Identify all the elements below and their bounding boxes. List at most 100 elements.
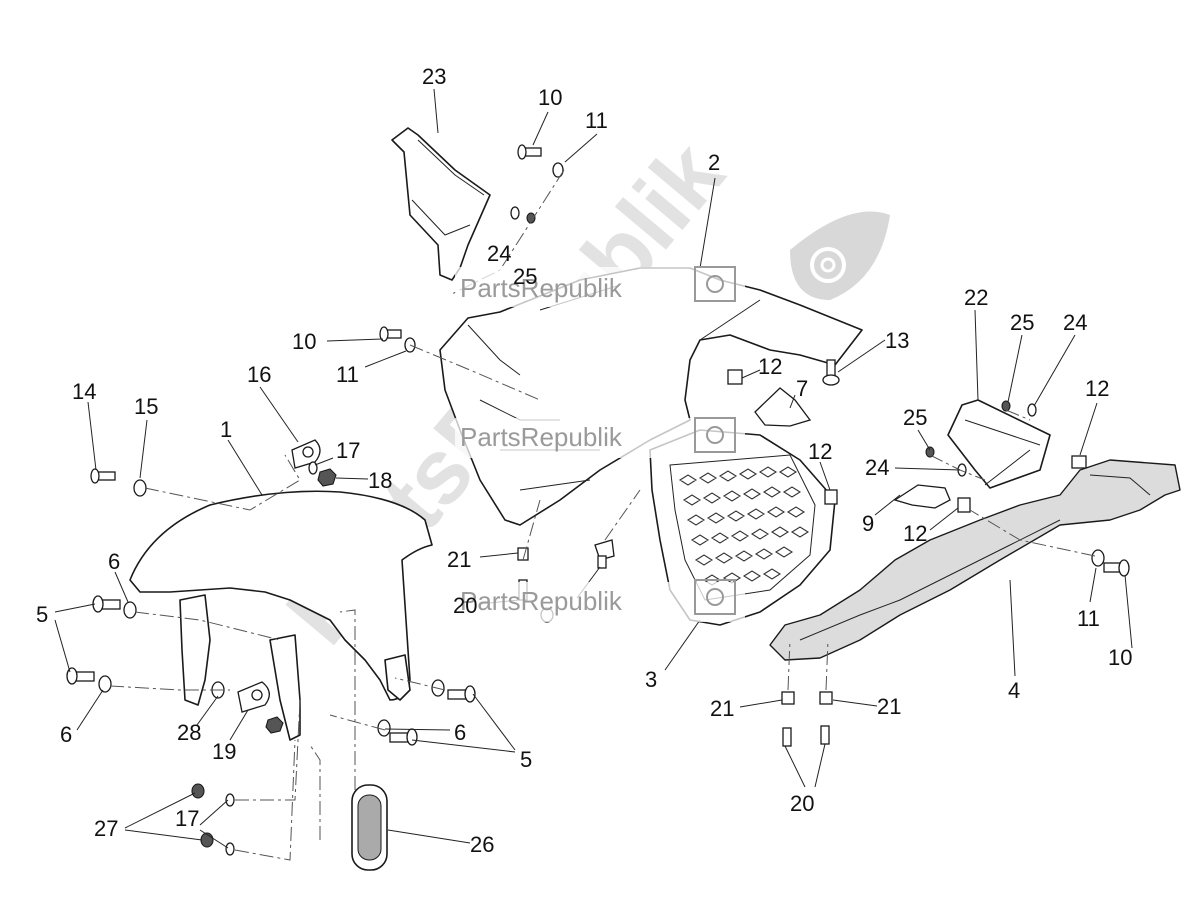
washer-11-right-icon xyxy=(1091,549,1105,567)
callout-13: 13 xyxy=(885,328,909,353)
washer-17-lower-a-icon xyxy=(225,793,235,807)
callout-19: 19 xyxy=(212,739,236,764)
rivet-21-lower-left-icon xyxy=(781,691,795,705)
rivet-21-lower-right-icon xyxy=(819,691,833,705)
washer-24-top-icon xyxy=(510,206,520,220)
nut-27-lower-icon xyxy=(200,832,214,848)
screw-10-top-icon xyxy=(517,144,542,160)
callout-21-lower-left: 21 xyxy=(710,696,734,721)
callout-25-right: 25 xyxy=(1010,310,1034,335)
watermark-small-bottom-text: PartsRepublik xyxy=(460,586,623,616)
part-3-front-grille xyxy=(649,429,836,626)
callout-5-right: 5 xyxy=(520,747,532,772)
callout-6-left-lower: 6 xyxy=(60,722,72,747)
callout-5-left: 5 xyxy=(36,602,48,627)
screw-5-upper-left-icon xyxy=(92,595,121,613)
grille-mesh-pattern xyxy=(678,466,810,586)
part-1-front-mudguard xyxy=(129,490,433,741)
watermark-small-top: PartsRepublik xyxy=(455,266,745,307)
callout-7: 7 xyxy=(796,376,808,401)
callout-17-lower: 17 xyxy=(175,806,199,831)
part-23-bracket xyxy=(391,127,491,281)
callout-11-right: 11 xyxy=(1077,606,1100,631)
nut-25-right-icon xyxy=(1001,400,1011,412)
callout-24-right: 24 xyxy=(1063,310,1087,335)
callout-6-right: 6 xyxy=(454,720,466,745)
bracket-9-icon xyxy=(893,484,951,509)
clip-12-a-icon xyxy=(727,369,743,385)
callout-1: 1 xyxy=(220,417,232,442)
hardware-pieces xyxy=(66,144,1130,856)
watermark-gear-logo xyxy=(790,211,890,300)
bracket-7-icon xyxy=(754,387,812,427)
nut-25-top-icon xyxy=(526,212,536,224)
rivet-20-lower-left-icon xyxy=(782,727,792,747)
screw-mid-icon xyxy=(594,539,615,569)
callout-28: 28 xyxy=(177,720,201,745)
screw-5-lower-left-icon xyxy=(66,667,95,685)
screw-14-icon xyxy=(90,468,116,484)
part-4-lower-panel xyxy=(769,459,1181,661)
callout-14: 14 xyxy=(72,379,96,404)
callout-21-mid: 21 xyxy=(447,547,471,572)
nut-18-icon xyxy=(317,468,337,487)
nut-27-upper-icon xyxy=(191,783,205,799)
part-22-bracket xyxy=(947,399,1051,489)
screw-13-icon xyxy=(822,359,840,386)
callout-24-mid: 24 xyxy=(865,455,889,480)
callout-9: 9 xyxy=(862,511,874,536)
callout-12-c: 12 xyxy=(1085,376,1109,401)
screw-10-right-icon xyxy=(1103,559,1130,577)
clip-12-d-icon xyxy=(957,497,971,513)
callout-21-lower-right: 21 xyxy=(877,694,901,719)
callout-15: 15 xyxy=(134,394,158,419)
callout-2-top: 2 xyxy=(708,150,720,175)
washer-17-lower-b-icon xyxy=(225,842,235,856)
callout-6-left-upper: 6 xyxy=(108,549,120,574)
nut-25-mid-icon xyxy=(925,446,935,458)
callout-26: 26 xyxy=(470,832,494,857)
leader-lines xyxy=(54,88,1133,849)
callout-23: 23 xyxy=(422,64,446,89)
clip-12-c-icon xyxy=(1071,455,1087,469)
callout-4: 4 xyxy=(1008,678,1020,703)
watermark-small-mid: PartsRepublik xyxy=(455,417,745,458)
callout-10-mid: 10 xyxy=(292,329,316,354)
callout-labels: 23 10 11 2 24 25 10 11 14 15 16 1 17 18 … xyxy=(36,64,1132,857)
callout-3: 3 xyxy=(645,667,657,692)
callout-10-right: 10 xyxy=(1108,645,1132,670)
callout-16: 16 xyxy=(247,362,271,387)
screw-10-mid-icon xyxy=(379,326,402,342)
screw-5-right-upper-icon xyxy=(447,685,476,703)
callout-24-top: 24 xyxy=(487,241,511,266)
rivet-20-lower-right-icon xyxy=(820,725,830,745)
washer-6-upper-left-icon xyxy=(123,601,137,619)
clip-12-b-icon xyxy=(824,489,838,505)
watermark-small-mid-text: PartsRepublik xyxy=(460,422,623,452)
watermark-small-bottom: PartsRepublik xyxy=(455,579,745,622)
callout-20-lower: 20 xyxy=(790,791,814,816)
washer-17-upper-icon xyxy=(308,461,318,475)
washer-6-right-lower-icon xyxy=(377,719,391,737)
part-26-reflector xyxy=(351,784,388,871)
callout-20-mid: 20 xyxy=(453,593,477,618)
callout-25-mid: 25 xyxy=(903,405,927,430)
callout-12-b: 12 xyxy=(808,439,832,464)
callout-10-top: 10 xyxy=(538,85,562,110)
callout-12-d: 12 xyxy=(903,521,927,546)
washer-24-right-icon xyxy=(1027,403,1037,417)
watermark-small-top-text: PartsRepublik xyxy=(460,273,623,303)
washer-6-lower-left-icon xyxy=(98,675,112,693)
clamp-19-icon xyxy=(237,681,270,713)
callout-12-a: 12 xyxy=(758,354,782,379)
screw-5-right-lower-icon xyxy=(389,728,418,746)
washer-15-icon xyxy=(133,479,147,497)
callout-27: 27 xyxy=(94,816,118,841)
nut-19-icon xyxy=(265,716,284,734)
callout-11-mid: 11 xyxy=(336,362,359,387)
callout-22: 22 xyxy=(964,285,988,310)
callout-17-upper: 17 xyxy=(336,438,360,463)
callout-18: 18 xyxy=(368,468,392,493)
washer-11-top-icon xyxy=(552,162,564,178)
